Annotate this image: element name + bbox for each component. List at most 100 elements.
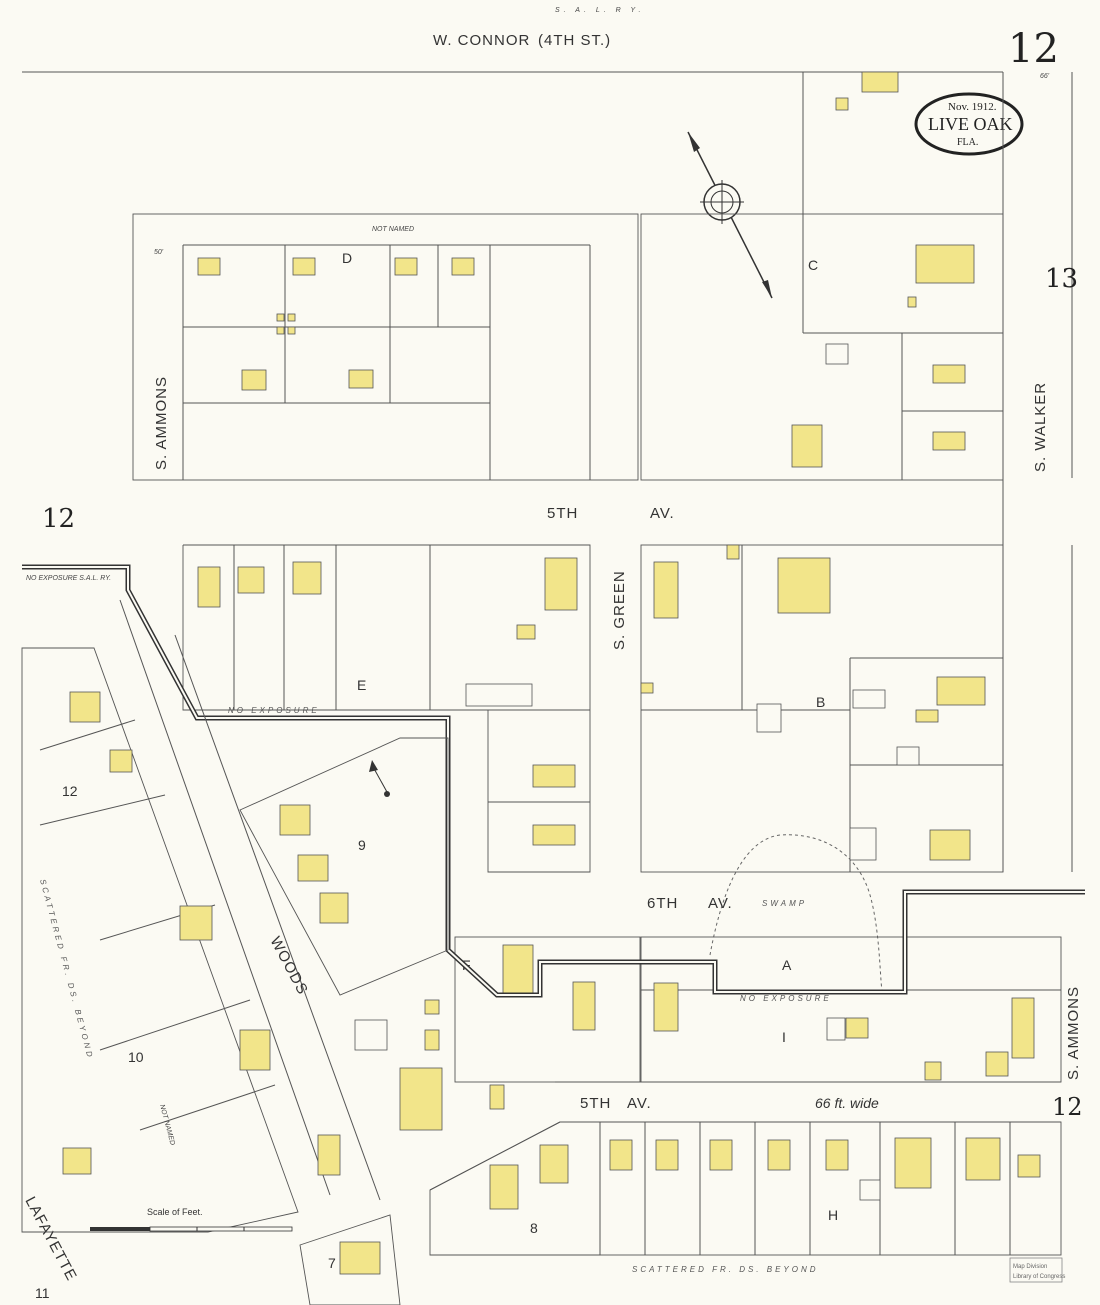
diag-lot-4 <box>99 999 251 1051</box>
north-arrow-icon <box>687 131 773 299</box>
block-d-label: D <box>342 250 352 266</box>
dwelling <box>69 691 101 723</box>
block-9-outline <box>239 737 449 996</box>
block-12-outline <box>21 647 299 1233</box>
adjacent-sheet-bottom-right: 12 <box>1052 1093 1083 1121</box>
block-h-outline <box>599 1121 1062 1256</box>
scattered-left: SCATTERED FR. DS. BEYOND <box>38 878 95 1061</box>
no-exposure-label-2: NO EXPOSURE <box>740 994 832 1003</box>
dwelling <box>894 1137 932 1189</box>
dwelling <box>653 561 679 619</box>
street-5th-width: 66 ft. wide <box>815 1095 879 1111</box>
sheet-66-note: 66' <box>1040 73 1050 80</box>
dwelling <box>825 1139 849 1171</box>
not-named-street: NOT NAMED <box>372 226 414 233</box>
block-i-label: I <box>782 1029 786 1045</box>
dwelling <box>339 1241 381 1275</box>
dwelling <box>791 424 823 468</box>
stamp-city: LIVE OAK <box>928 114 1012 134</box>
outbuilding <box>726 544 740 560</box>
scattered-bottom: SCATTERED FR. DS. BEYOND <box>632 1265 819 1274</box>
outbuilding <box>835 97 849 111</box>
street-woods: WOODS <box>266 934 311 998</box>
dwelling <box>489 1164 519 1210</box>
street-5th-upper-suffix: AV. <box>650 505 675 522</box>
outbuilding <box>849 827 877 861</box>
map-division-stamp: Map Division Library of Congress <box>1009 1257 1065 1283</box>
outbuilding <box>276 313 285 322</box>
dwelling <box>109 749 133 773</box>
street-lafayette: LAFAYETTE <box>21 1194 80 1284</box>
no-exposure-sal: NO EXPOSURE S.A.L. RY. <box>26 575 111 582</box>
dwelling <box>532 764 576 788</box>
dwelling <box>399 1067 443 1131</box>
outbuilding <box>907 296 917 308</box>
dwelling <box>319 892 349 924</box>
dwelling <box>709 1139 733 1171</box>
outbuilding <box>489 1084 505 1110</box>
outbuilding <box>424 1029 440 1051</box>
dwelling <box>292 561 322 595</box>
dwelling <box>544 557 578 611</box>
outbuilding <box>985 1051 1009 1077</box>
dwelling <box>451 257 475 276</box>
block-b-label: B <box>816 694 825 710</box>
outbuilding <box>845 1017 869 1039</box>
dwelling <box>532 824 576 846</box>
block-8-label: 8 <box>530 1220 538 1236</box>
adjacent-sheet-left: 12 <box>42 504 75 534</box>
street-6th-suffix: AV. <box>708 895 733 912</box>
street-s-ammons-right: S. AMMONS <box>1065 986 1082 1080</box>
street-w-connor: W. CONNOR <box>433 32 530 49</box>
dwelling <box>1011 997 1035 1059</box>
street-5th-upper: 5TH <box>547 505 578 522</box>
dwelling <box>609 1139 633 1171</box>
outbuilding <box>896 746 920 766</box>
warehouse <box>465 683 533 707</box>
dwelling <box>572 981 596 1031</box>
no-exposure-label: NO EXPOSURE <box>228 706 320 715</box>
dwelling <box>767 1139 791 1171</box>
block-c-label: C <box>808 257 818 273</box>
sheet-number: 12 <box>1008 26 1059 72</box>
swamp-label: SWAMP <box>762 899 807 908</box>
dwelling <box>929 829 971 861</box>
block-c-outline <box>640 213 1004 481</box>
block-9-label: 9 <box>358 837 366 853</box>
outbuilding <box>826 1017 846 1041</box>
outbuilding <box>859 1179 881 1201</box>
dwelling <box>965 1137 1001 1181</box>
outbuilding <box>287 313 296 322</box>
outbuilding <box>825 343 849 365</box>
dwelling <box>62 1147 92 1175</box>
shed <box>516 624 536 640</box>
dwelling <box>936 676 986 706</box>
dwelling <box>197 257 221 276</box>
rail-note: S. A. L. R Y. <box>555 7 645 14</box>
outbuilding <box>756 703 782 733</box>
dwelling <box>348 369 374 389</box>
dwelling <box>777 557 831 614</box>
dwelling <box>197 566 221 608</box>
dwelling <box>292 257 316 276</box>
street-5th-lower: 5TH <box>580 1095 611 1112</box>
scale-of-feet: Scale of Feet. <box>90 1207 293 1232</box>
north-arrow-small-icon <box>369 760 390 797</box>
street-s-ammons-left: S. AMMONS <box>153 376 170 470</box>
dwelling <box>179 905 213 941</box>
block-e-outline <box>182 544 591 873</box>
dwelling <box>317 1134 341 1176</box>
no-exposure-border-inner <box>22 566 1085 996</box>
stamp-state: FLA. <box>957 137 978 148</box>
dwelling <box>297 854 329 882</box>
street-5th-lower-suffix: AV. <box>627 1095 652 1112</box>
stamp: Nov. 1912. LIVE OAK FLA. <box>914 92 1024 156</box>
width-50: 50' <box>154 249 164 256</box>
outbuilding <box>276 326 285 335</box>
street-w-connor-sub: (4TH ST.) <box>538 32 611 49</box>
street-s-walker: S. WALKER <box>1032 382 1049 472</box>
swamp-outline <box>709 834 883 991</box>
dwelling <box>502 944 534 994</box>
store <box>861 71 899 93</box>
